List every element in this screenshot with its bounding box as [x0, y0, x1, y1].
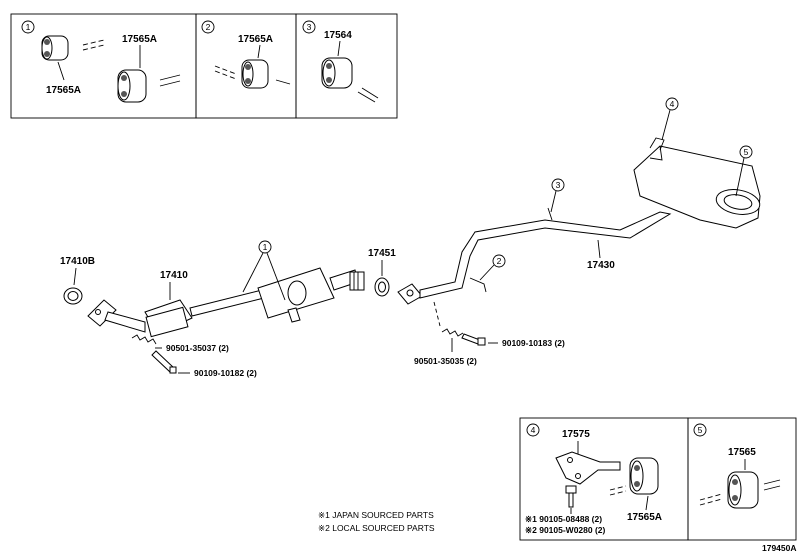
callout-circle-1	[21, 20, 35, 34]
part-number-90501-35037: 90501-35037 (2)	[166, 343, 229, 353]
part-number-17564: 17564	[324, 30, 352, 41]
rubber-hanger-icon	[241, 59, 269, 89]
part-number-17575: 17575	[562, 429, 590, 440]
callout-circle-4-main	[665, 97, 679, 111]
part-number-90109-10182: 90109-10182 (2)	[194, 368, 257, 378]
part-number-17451: 17451	[368, 248, 396, 259]
inset-panel-3: 3 17564	[295, 13, 398, 119]
inset-panel-4: 4 17575 ※1 90105-08488 (2) ※2 90105-W028…	[519, 417, 689, 541]
part-number-17565a-bottom: 17565A	[46, 85, 81, 96]
part-number-90501-35035: 90501-35035 (2)	[414, 356, 477, 366]
bolt-note-japan: ※1 90105-08488 (2)	[525, 514, 602, 524]
gasket-ring-icon	[63, 287, 83, 305]
callout-number-5: 5	[698, 425, 703, 435]
gasket-ring-icon	[374, 277, 390, 297]
figure-code: 179450A	[762, 543, 797, 553]
callout-circle-3	[302, 20, 316, 34]
callout-circle-2-main	[492, 254, 506, 268]
part-number-17565: 17565	[728, 447, 756, 458]
part-number-90109-10183: 90109-10183 (2)	[502, 338, 565, 348]
inset-panel-1: 1 17565A 17565A	[10, 13, 197, 119]
callout-number-2-main: 2	[497, 256, 502, 266]
inset-panel-5: 5 17565	[687, 417, 797, 541]
part-number-17565a-top: 17565A	[122, 34, 157, 45]
callout-number-1: 1	[26, 22, 31, 32]
rubber-hanger-icon	[41, 35, 69, 61]
rubber-hanger-icon	[321, 57, 353, 89]
part-number-17565a: 17565A	[627, 512, 662, 523]
note-japan-sourced: ※1 JAPAN SOURCED PARTS	[318, 510, 434, 520]
callout-number-5-main: 5	[744, 147, 749, 157]
bolt-icon	[461, 333, 486, 346]
callout-circle-2	[201, 20, 215, 34]
callout-number-3: 3	[307, 22, 312, 32]
inset-panel-2: 2 17565A	[195, 13, 297, 119]
bolt-note-local: ※2 90105-W0280 (2)	[525, 525, 606, 535]
rubber-hanger-icon	[117, 69, 147, 103]
rubber-hanger-icon	[629, 457, 659, 495]
callout-circle-1-main	[258, 240, 272, 254]
callout-number-2: 2	[206, 22, 211, 32]
rubber-hanger-icon	[727, 471, 759, 509]
bolt-icon	[151, 350, 177, 374]
tail-pipe-muffler-icon	[397, 137, 761, 305]
note-local-sourced: ※2 LOCAL SOURCED PARTS	[318, 523, 435, 533]
callout-circle-3-main	[551, 178, 565, 192]
callout-circle-4	[526, 423, 540, 437]
part-number-17410b: 17410B	[60, 256, 95, 267]
callout-number-4: 4	[531, 425, 536, 435]
callout-number-1-main: 1	[263, 242, 268, 252]
bolt-icon	[565, 485, 577, 508]
callout-number-3-main: 3	[556, 180, 561, 190]
compression-spring-icon	[441, 328, 464, 337]
part-number-17410: 17410	[160, 270, 188, 281]
callout-circle-5-main	[739, 145, 753, 159]
compression-spring-icon	[131, 334, 157, 345]
hanger-bracket-icon	[555, 451, 621, 485]
part-number-17565a: 17565A	[238, 34, 273, 45]
callout-number-4-main: 4	[670, 99, 675, 109]
part-number-17430: 17430	[587, 260, 615, 271]
front-exhaust-pipe-icon	[87, 267, 365, 338]
callout-circle-5	[693, 423, 707, 437]
